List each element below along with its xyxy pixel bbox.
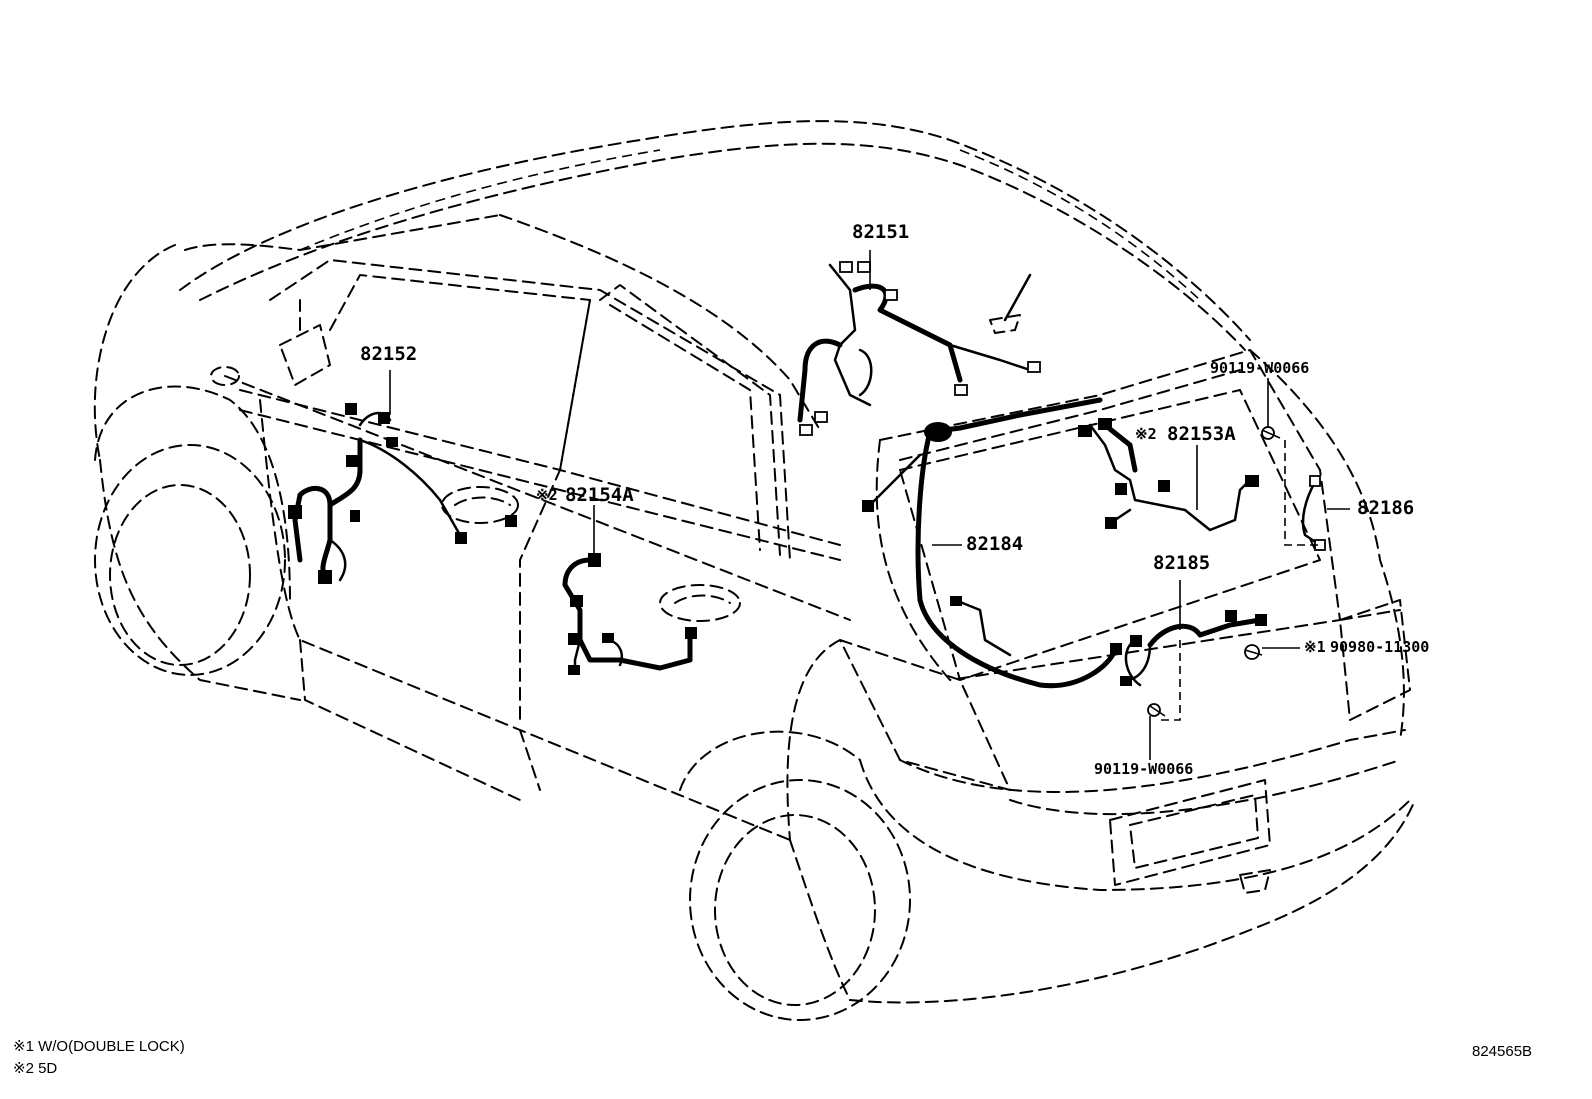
footnote-2: ※2 5D xyxy=(13,1060,58,1077)
clamp xyxy=(1244,644,1263,660)
callout-82152: 82152 xyxy=(360,343,418,365)
harness-82185 xyxy=(1120,610,1267,687)
harness-82153a xyxy=(1078,418,1259,532)
leader-lines xyxy=(389,250,1350,760)
harness-82152 xyxy=(288,403,517,584)
callout-82185: 82185 xyxy=(1153,552,1211,574)
harness-82184 xyxy=(862,397,1122,689)
callout-82154a: 82154A xyxy=(565,484,634,506)
callout-82186: 82186 xyxy=(1357,497,1415,519)
callout-82153a-mark: ※2 xyxy=(1135,425,1157,443)
bolt-bottom xyxy=(1147,703,1166,717)
callout-clamp: 90980-11300 xyxy=(1330,638,1430,656)
harness-82154a xyxy=(562,553,697,675)
figure-code: 824565B xyxy=(1472,1043,1533,1060)
callout-clamp-mark: ※1 xyxy=(1304,638,1326,656)
bolt-top xyxy=(1261,426,1281,440)
footnote-1: ※1 W/O(DOUBLE LOCK) xyxy=(13,1038,185,1055)
vehicle-body-outline xyxy=(93,120,1416,1021)
callout-82153a: 82153A xyxy=(1167,423,1236,445)
callout-82154a-mark: ※2 xyxy=(536,486,558,504)
callout-bolt-bottom: 90119-W0066 xyxy=(1094,760,1194,778)
callout-bolt-top: 90119-W0066 xyxy=(1210,359,1310,377)
callout-82184: 82184 xyxy=(966,533,1024,555)
callout-82151: 82151 xyxy=(852,221,910,243)
harness-82151 xyxy=(797,261,1041,436)
